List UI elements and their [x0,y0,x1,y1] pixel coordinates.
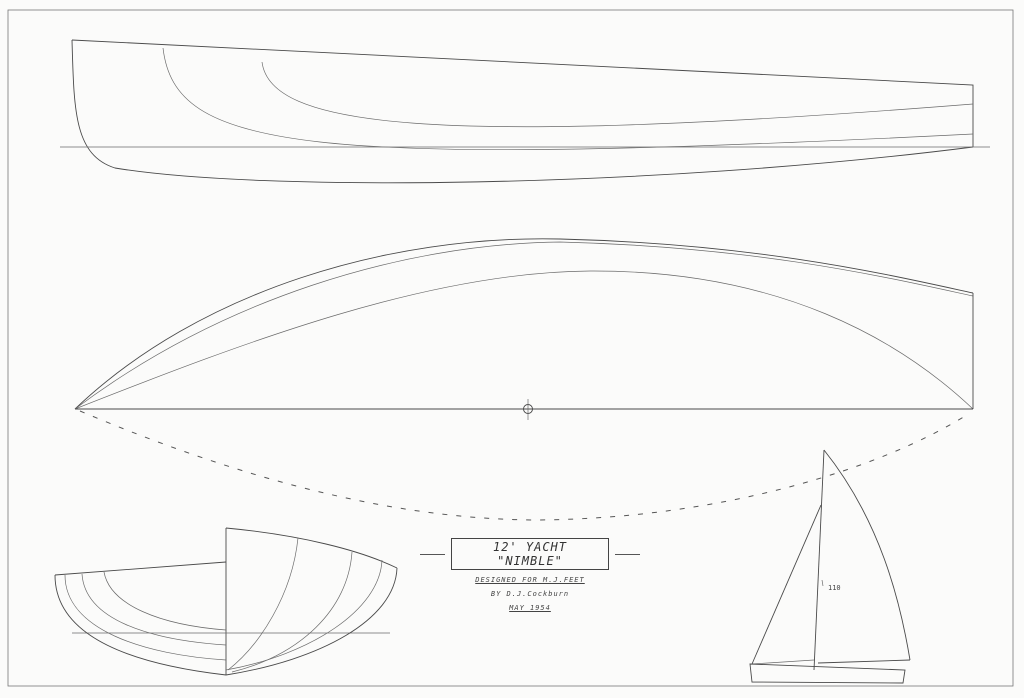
station-right-3 [231,551,353,673]
buttock-line-1 [162,47,974,151]
station-left-1 [54,574,227,676]
sheer-line [71,39,974,147]
sail-number: 110 [828,584,841,592]
station-right-1 [225,567,398,676]
deck-line [74,238,974,410]
title-rule-right [614,553,641,555]
body-sheer-right [225,527,398,569]
waterline-half-breadth [74,270,974,410]
title-rule-left [420,553,446,555]
half-breadth-view [74,238,974,521]
mast [813,449,825,671]
mainsail-leech [823,449,911,661]
boom [817,659,911,664]
designer-text: BY D.J.Cockburn [490,590,570,598]
station-left-4 [103,571,227,631]
profile-view [60,39,990,184]
sail-batten [821,579,824,587]
sheer-half-breadth [74,241,974,410]
body-plan [54,527,398,676]
keel-line [71,39,974,184]
jib-luff [751,504,822,665]
buttock-line-2 [261,61,974,128]
jib-foot [751,659,815,665]
date-text: MAY 1954 [509,604,551,612]
station-right-2 [225,559,383,671]
body-sheer-left [54,561,227,576]
sail-plan [749,449,911,684]
designed-for-text: DESIGNED FOR M.J.FEET [475,576,585,584]
dashed-curve [79,410,971,521]
station-right-4 [227,537,299,671]
station-left-2 [64,574,227,661]
hull-silhouette [749,663,906,684]
title-row: 12' YACHT "NIMBLE" [414,538,646,570]
sheet-border [7,9,1014,687]
yacht-title: 12' YACHT "NIMBLE" [451,538,609,570]
title-block: 12' YACHT "NIMBLE" DESIGNED FOR M.J.FEET… [414,538,646,612]
station-left-3 [81,573,227,646]
